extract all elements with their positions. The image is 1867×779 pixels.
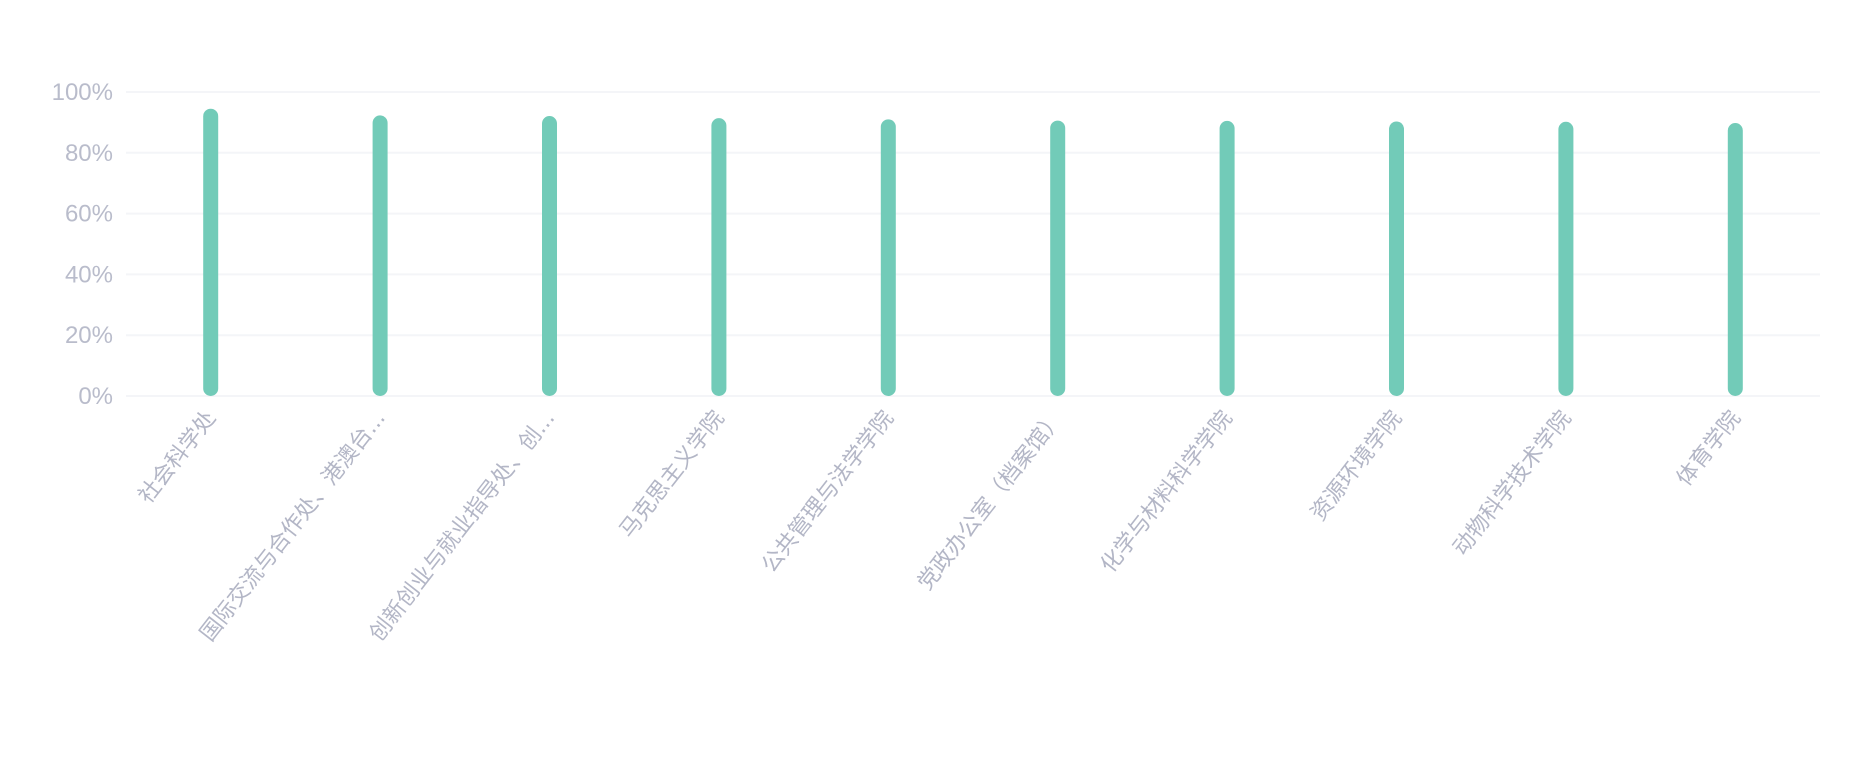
x-tick-label: 创新创业与就业指导处、创... <box>365 406 560 646</box>
bar[interactable] <box>1050 120 1066 397</box>
x-tick-label: 国际交流与合作处、港澳台... <box>196 406 391 646</box>
bar[interactable] <box>1558 121 1574 397</box>
bar[interactable] <box>372 115 388 397</box>
bar[interactable] <box>1389 121 1404 396</box>
y-tick-label: 0% <box>78 383 113 410</box>
y-tick-label: 40% <box>65 261 113 288</box>
y-tick-label: 60% <box>65 201 113 228</box>
bar[interactable] <box>711 118 727 397</box>
bar[interactable] <box>880 119 896 397</box>
x-tick-label: 马克思主义学院 <box>615 406 730 543</box>
bar[interactable] <box>203 108 219 396</box>
x-tick-label: 党政办公室（档案馆） <box>913 406 1068 595</box>
x-tick-label: 公共管理与法学学院 <box>757 406 899 577</box>
x-tick-label: 资源环境学院 <box>1306 406 1407 525</box>
x-tick-label: 体育学院 <box>1672 406 1746 491</box>
x-tick-label: 化学与材料科学学院 <box>1096 406 1238 577</box>
y-tick-label: 20% <box>65 322 113 349</box>
x-tick-label: 动物科学技术学院 <box>1449 406 1577 560</box>
bar[interactable] <box>1727 123 1743 397</box>
y-tick-label: 80% <box>65 140 113 167</box>
bar[interactable] <box>1219 120 1235 396</box>
x-tick-label: 社会科学处 <box>134 406 221 508</box>
bar[interactable] <box>542 116 557 397</box>
y-tick-label: 100% <box>52 79 113 106</box>
